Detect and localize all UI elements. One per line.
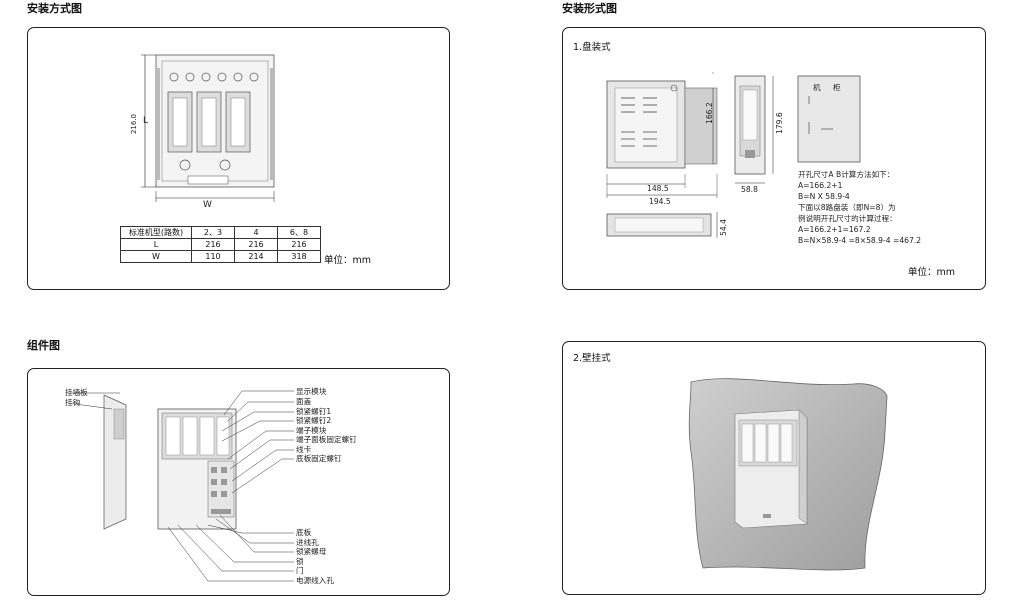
panel-mount-panel: 1.盘装式 — [562, 27, 986, 290]
table-cell: 标准机型(路数) — [120, 226, 192, 239]
label-display-module: 显示模块 — [296, 387, 327, 396]
dim-height-inner: 166.2 — [705, 102, 714, 124]
cutout-label-machine: 机 — [813, 83, 821, 92]
table-cell: L — [120, 238, 192, 251]
label-lock-screw-1: 锁紧螺钉1 — [296, 407, 332, 416]
components-drawing — [67, 390, 294, 582]
size-table: 标准机型(路数) 2、3 4 6、8 L 216 216 216 W 110 2… — [120, 226, 321, 263]
dim-inner-width: 148.5 — [647, 184, 669, 193]
table-row: L 216 216 216 — [120, 238, 321, 251]
label-terminal-panel-screw: 端子面板固定螺钉 — [296, 435, 357, 444]
dim-w-label: W — [203, 200, 212, 210]
label-cable-clip: 线卡 — [296, 445, 312, 454]
unit-label: 单位：mm — [908, 267, 956, 278]
calc-line: B=N×58.9-4 =8×58.9-4 =467.2 — [798, 236, 922, 245]
components-panel: 挂墙板 挂钩 显示模块 面盖 锁紧螺钉1 锁紧螺钉2 端子模块 端子面板固定螺钉… — [27, 368, 450, 596]
label-lock-nut: 锁紧螺母 — [296, 547, 327, 556]
table-cell: 214 — [234, 250, 278, 263]
calc-line: B=N X 58.9-4 — [798, 192, 850, 201]
mounting-plate-drawing: 216.0 — [130, 54, 275, 202]
unit-label: 单位：mm — [324, 255, 372, 266]
panel-mount-drawing — [606, 72, 861, 238]
table-cell: W — [120, 250, 192, 263]
table-cell: 4 — [234, 226, 278, 239]
label-baseplate-screw: 底板固定螺钉 — [296, 454, 342, 463]
wall-mount-panel: 2.壁挂式 — [562, 341, 986, 595]
table-cell: 110 — [191, 250, 235, 263]
dim-side-width: 58.8 — [741, 185, 758, 194]
dim-bottom-depth: 54.4 — [719, 219, 728, 236]
table-cell: 216 — [234, 238, 278, 251]
install-method-panel: 216.0 L W 标准机型(路数) 2、3 4 6、8 L 216 216 2… — [27, 27, 450, 290]
table-row: W 110 214 318 — [120, 250, 321, 263]
calc-line: 开孔尺寸A B计算方法如下： — [798, 170, 895, 179]
table-cell: 2、3 — [191, 226, 235, 239]
label-power-inlet: 电源线入孔 — [296, 576, 334, 585]
dim-height-outer: 179.6 — [775, 112, 784, 134]
wall-mount-title: 2.壁挂式 — [573, 353, 611, 364]
table-cell: 318 — [277, 250, 321, 263]
install-form-heading: 安装形式图 — [562, 2, 617, 15]
panel-mount-title: 1.盘装式 — [573, 42, 611, 53]
cutout-calculation: 开孔尺寸A B计算方法如下： A=166.2+1 B=N X 58.9-4 下面… — [798, 169, 921, 246]
label-hook: 挂钩 — [65, 398, 81, 407]
calc-line: A=166.2+1 — [798, 181, 843, 190]
label-wall-plate: 挂墙板 — [65, 388, 88, 397]
label-baseplate: 底板 — [296, 528, 312, 537]
table-cell: 6、8 — [277, 226, 321, 239]
calc-line: 下面以8路盘装（即N=8）为 — [798, 203, 896, 212]
label-cover: 面盖 — [296, 397, 312, 406]
label-door: 门 — [296, 566, 304, 575]
install-method-heading: 安装方式图 — [27, 2, 82, 15]
label-lock-screw-2: 锁紧螺钉2 — [296, 416, 332, 425]
label-lock: 锁 — [296, 557, 304, 566]
label-inlet-hole: 进线孔 — [296, 538, 319, 547]
dim-outer-width: 194.5 — [649, 197, 671, 206]
cutout-label-cabinet: 柜 — [833, 83, 841, 92]
dim-l-label: L — [143, 116, 149, 126]
calc-line: A=166.2+1=167.2 — [798, 225, 871, 234]
table-cell: 216 — [191, 238, 235, 251]
table-cell: 216 — [277, 238, 321, 251]
components-heading: 组件图 — [27, 339, 60, 352]
svg-text:216.0: 216.0 — [130, 114, 138, 134]
calc-line: 例说明开孔尺寸的计算过程： — [798, 214, 897, 223]
label-terminal-module: 端子模块 — [296, 426, 327, 435]
table-header-row: 标准机型(路数) 2、3 4 6、8 — [120, 226, 321, 239]
wall-mount-drawing — [688, 378, 888, 571]
